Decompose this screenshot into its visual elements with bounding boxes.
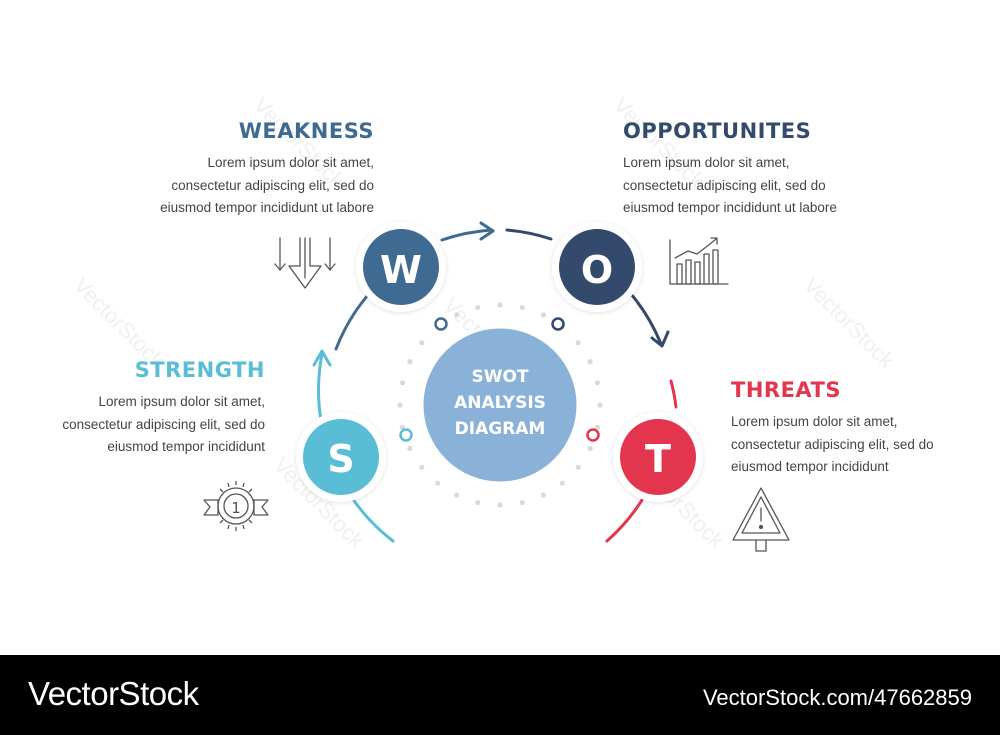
ring-dot [575,340,581,346]
threats-letter: T [645,437,671,481]
growth-chart-icon [669,237,729,285]
connector-ring [399,428,413,442]
weakness-text-line: consectetur adipiscing elit, sed do [171,177,374,193]
ring-dot [399,424,406,430]
footer-brand: VectorStock [28,675,199,712]
ring-dot [397,402,403,408]
ring-dot [419,464,425,470]
medal-number: 1 [231,499,241,517]
arrow-up-icon [312,349,332,367]
threats-text-line: eiusmod tempor incididunt [731,459,889,474]
diagram-canvas: VectorStock VectorStock VectorStock Vect… [62,92,934,553]
center-line-2: ANALYSIS [454,393,546,413]
opportunities-text-line: eiusmod tempor incididunt ut labore [623,200,837,215]
threats-text-line: Lorem ipsum dolor sit amet, [731,414,898,429]
strength-text-line: consectetur adipiscing elit, sed do [62,416,265,432]
footer-id: VectorStock.com/47662859 [702,685,972,710]
threats-text: Lorem ipsum dolor sit amet, consectetur … [731,411,934,479]
connector-ring [586,428,600,442]
center-line-3: DIAGRAM [455,419,546,439]
threats-text-line: consectetur adipiscing elit, sed do [731,436,934,452]
strength-text-line: eiusmod tempor incididunt [107,439,265,454]
medal-icon [203,481,269,531]
ring-dot [497,502,503,508]
ring-dot [475,499,481,506]
strength-text-line: Lorem ipsum dolor sit amet, [98,394,265,409]
opportunities-text-line: Lorem ipsum dolor sit amet, [623,155,790,170]
weakness-title: WEAKNESS [238,119,374,143]
ring-dot [594,424,601,430]
ring-dot [454,312,460,318]
ring-dot [419,340,425,346]
weakness-text: Lorem ipsum dolor sit amet, consectetur … [160,152,374,220]
center-line-1: SWOT [471,367,528,387]
strength-letter: S [327,437,354,481]
ring-dot [594,380,601,386]
connector-ring [434,317,448,331]
opportunities-arc [505,228,553,241]
opportunities-text: Lorem ipsum dolor sit amet, consectetur … [623,152,837,220]
ring-dot [519,304,525,311]
ring-dot [407,445,413,451]
warning-sign-icon [732,487,790,552]
threats-title: THREATS [731,378,841,402]
threats-circle [620,419,696,495]
swot-graphic: SWOT ANALYSIS DIAGRAM W O S T [203,221,790,552]
opportunities-letter: O [581,248,613,292]
ring-dot [587,445,593,451]
threats-arc-lower [605,498,644,543]
opportunities-text-line: consectetur adipiscing elit, sed do [623,177,826,193]
opportunities-circle [559,229,635,305]
threats-arc [669,379,678,409]
arrow-right-icon [479,221,495,241]
ring-dot [519,499,525,506]
ring-dot [597,402,603,408]
weakness-circle [363,229,439,305]
ring-dot [559,480,565,486]
ring-dot [435,480,441,486]
strength-circle [303,419,379,495]
strength-text: Lorem ipsum dolor sit amet, consectetur … [62,391,265,459]
connector-ring [551,317,565,331]
ring-dot [454,492,460,498]
weakness-letter: W [380,248,422,292]
strength-title: STRENGTH [134,358,265,382]
weakness-text-line: Lorem ipsum dolor sit amet, [207,155,374,170]
footer-bar: VectorStock VectorStock.com/47662859 [0,655,1000,735]
opportunities-title: OPPORTUNITES [623,119,812,143]
ring-dot [475,304,481,311]
arrow-down-icon [650,330,670,348]
ring-dot [497,302,503,308]
center-circle [420,325,580,485]
ring-dot [540,312,547,318]
ring-dot [399,380,406,386]
weakness-text-line: eiusmod tempor incididunt ut labore [160,200,374,215]
arrows-down-icon [274,237,336,289]
ring-dot [540,492,547,498]
ring-dot [575,464,581,470]
ring-dot [407,359,413,365]
ring-dot [587,359,593,365]
